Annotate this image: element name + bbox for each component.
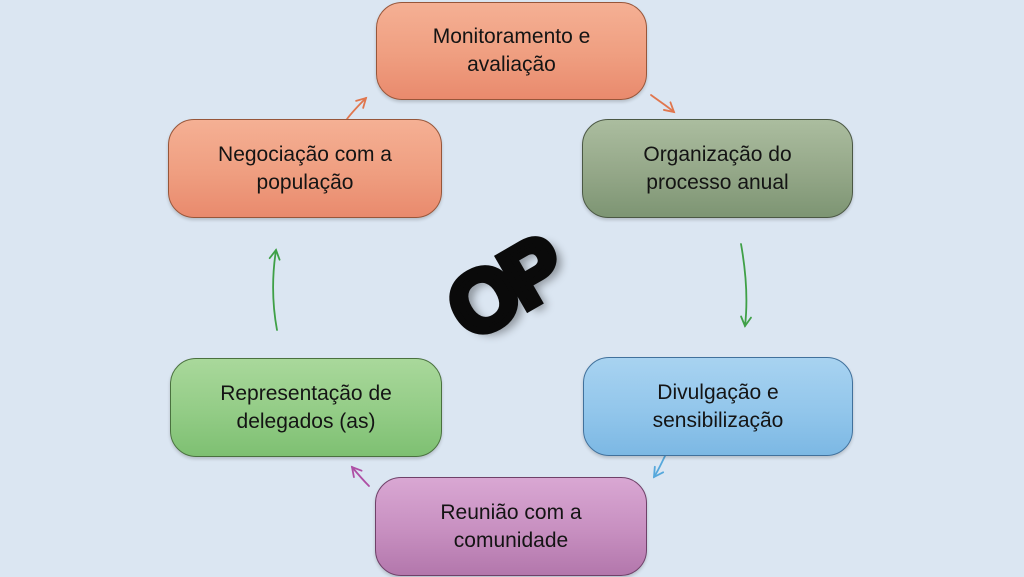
node-label-monitoramento: Monitoramento e avaliação [432, 25, 591, 76]
node-reuniao-com-a-comunidade: Reunião com a comunidade [375, 477, 647, 576]
arrow-organizacao-to-divulgacao [740, 243, 752, 328]
arrow-reuniao-to-representacao [350, 465, 370, 487]
node-negociacao-com-a-populacao: Negociação com a população [168, 119, 442, 218]
arrow-representacao-to-negociacao [268, 248, 281, 331]
node-organizacao-do-processo-anual: Organização do processo anual [582, 119, 853, 218]
node-divulgacao-e-sensibilizacao: Divulgação e sensibilização [583, 357, 853, 456]
node-label-reuniao: Reunião com a comunidade [440, 500, 582, 552]
arrow-monitoramento-to-organizacao [650, 94, 676, 114]
node-label-representacao: Representação de delegados (as) [220, 381, 392, 433]
node-label-organizacao: Organização do processo anual [643, 142, 792, 194]
node-representacao-de-delegados: Representação de delegados (as) [170, 358, 442, 457]
node-label-negociacao: Negociação com a população [218, 142, 392, 194]
center-op-label: OP [428, 215, 582, 362]
node-label-divulgacao: Divulgação e sensibilização [652, 380, 784, 432]
arrow-negociacao-to-monitoramento [346, 96, 368, 120]
arrow-divulgacao-to-reuniao [652, 455, 666, 479]
node-monitoramento-e-avaliacao: Monitoramento e avaliação [376, 2, 647, 100]
